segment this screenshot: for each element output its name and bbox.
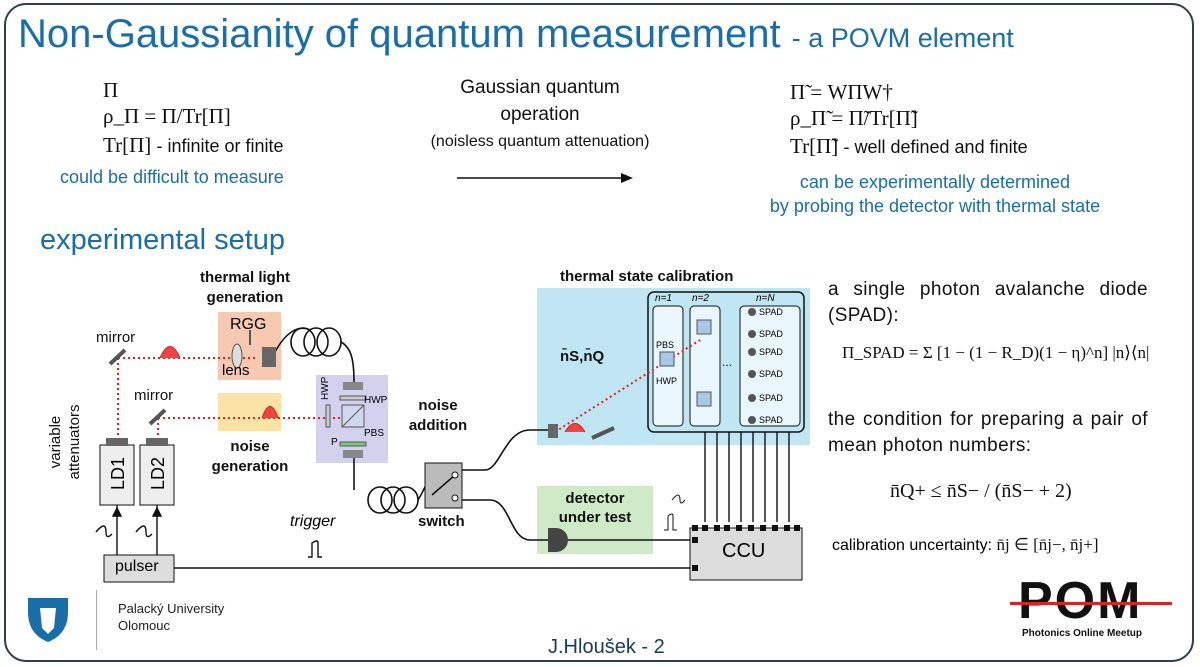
- trace-line: Tr[Π] - infinite or finite: [103, 133, 284, 158]
- right-note1: can be experimentally determined: [799, 172, 1071, 192]
- pbs-label: PBS: [364, 428, 385, 439]
- rgg-label: RGG: [230, 316, 267, 333]
- spad-label-3: SPAD: [759, 347, 783, 357]
- right-note: can be experimentally determined by prob…: [730, 170, 1140, 218]
- section-title: experimental setup: [40, 224, 286, 256]
- author-footer: J.Hloušek - 2: [548, 636, 665, 658]
- trigger-label: trigger: [290, 513, 336, 530]
- left-note: could be difficult to measure: [60, 167, 284, 187]
- thermal-light-label: thermal light generation: [199, 269, 290, 306]
- calibration-inner: [647, 291, 805, 433]
- pom-logo: POM: [1018, 572, 1143, 630]
- cal-hwp-label: HWP: [656, 376, 677, 386]
- hwp1-label: HWP: [320, 376, 331, 400]
- title-sub: - a POVM element: [791, 23, 1014, 53]
- slide-frame: [4, 3, 1194, 662]
- right-note2: by probing the detector with thermal sta…: [769, 196, 1101, 216]
- ccu-label: CCU: [722, 540, 766, 562]
- pulser-label: pulser: [115, 558, 159, 575]
- trace-text: - infinite or finite: [156, 136, 284, 156]
- ns-nq-label: n̄S,n̄Q: [560, 348, 605, 365]
- university-name: Palacký University Olomouc: [118, 601, 225, 633]
- middle-line2: operation: [500, 104, 580, 125]
- gaussian-operation: Gaussian quantum operation (noisless qua…: [400, 74, 680, 155]
- uncertainty-math: n̄j ∈ [n̄j−, n̄j+]: [996, 535, 1099, 554]
- rho-tilde-definition: ρ_Π̃ = Π̃/Tr[Π̃]: [790, 106, 918, 130]
- pi-tilde-definition: Π̃ = WΠW†: [790, 80, 893, 104]
- spad-description: a single photon avalanche diode (SPAD):: [828, 279, 1148, 326]
- university-logo-icon: [28, 598, 68, 642]
- mirror2-label: mirror: [134, 387, 174, 404]
- nN-label: n=N: [756, 293, 775, 304]
- trace-tilde-line: Tr[Π̃] - well defined and finite: [790, 134, 1028, 159]
- middle-line3: (noisless quantum attenuation): [430, 133, 650, 150]
- trace-tilde-text: - well defined and finite: [843, 137, 1028, 157]
- inequality: n̄Q+ ≤ n̄S− / (n̄S− + 2): [890, 480, 1072, 502]
- title-main: Non-Gaussianity of quantum measurement: [18, 12, 781, 56]
- spad-label-6: SPAD: [759, 415, 783, 425]
- variable-attenuators-label: variable attenuators: [47, 404, 83, 480]
- trace-math: Tr[Π]: [103, 133, 152, 157]
- detector-label: detector under test: [558, 490, 632, 526]
- spad-label-5: SPAD: [759, 393, 783, 403]
- p-label: P: [331, 437, 338, 448]
- cal-dots: ...: [722, 355, 733, 369]
- rgg-box: [218, 312, 281, 380]
- pi-symbol: Π: [103, 78, 119, 102]
- rho-definition: ρ_Π = Π/Tr[Π]: [103, 104, 231, 128]
- col-nN: [739, 305, 801, 427]
- lens-label: lens: [222, 362, 250, 379]
- noise-generation-label: noise generation: [211, 438, 289, 475]
- trace-tilde-math: Tr[Π̃]: [790, 134, 839, 158]
- footer-divider: [96, 590, 97, 650]
- hwp2-label: HWP: [364, 395, 388, 406]
- spad-label-2: SPAD: [759, 329, 783, 339]
- spad-formula: Π_SPAD = Σ [1 − (1 − R_D)(1 − η)^n] |n⟩⟨…: [842, 343, 1150, 362]
- ccu-box: [689, 527, 803, 581]
- n1-label: n=1: [655, 293, 672, 304]
- mirror1-label: mirror: [96, 329, 136, 346]
- cal-pbs-label: PBS: [656, 340, 675, 350]
- spad-label-4: SPAD: [759, 369, 783, 379]
- transform-arrow: [457, 173, 633, 183]
- pom-logo-line: [1010, 602, 1172, 605]
- slide-title: Non-Gaussianity of quantum measurement -…: [18, 12, 1014, 57]
- middle-line1: Gaussian quantum: [460, 77, 620, 98]
- noise-addition-label: noise addition: [408, 397, 468, 434]
- uncertainty-line: calibration uncertainty: n̄j ∈ [n̄j−, n̄…: [832, 535, 1099, 555]
- switch-label: switch: [418, 513, 465, 530]
- ld2-label: LD2: [148, 456, 168, 490]
- detector-symbol: [548, 528, 568, 552]
- ld1-label: LD1: [108, 456, 128, 490]
- uncertainty-text: calibration uncertainty:: [832, 537, 993, 554]
- thermal-calibration-label: thermal state calibration: [560, 268, 734, 285]
- pom-subtitle: Photonics Online Meetup: [1022, 628, 1143, 639]
- n2-label: n=2: [692, 293, 709, 304]
- condition-text: the condition for preparing a pair of me…: [828, 409, 1148, 456]
- spad-label-1: SPAD: [759, 307, 783, 317]
